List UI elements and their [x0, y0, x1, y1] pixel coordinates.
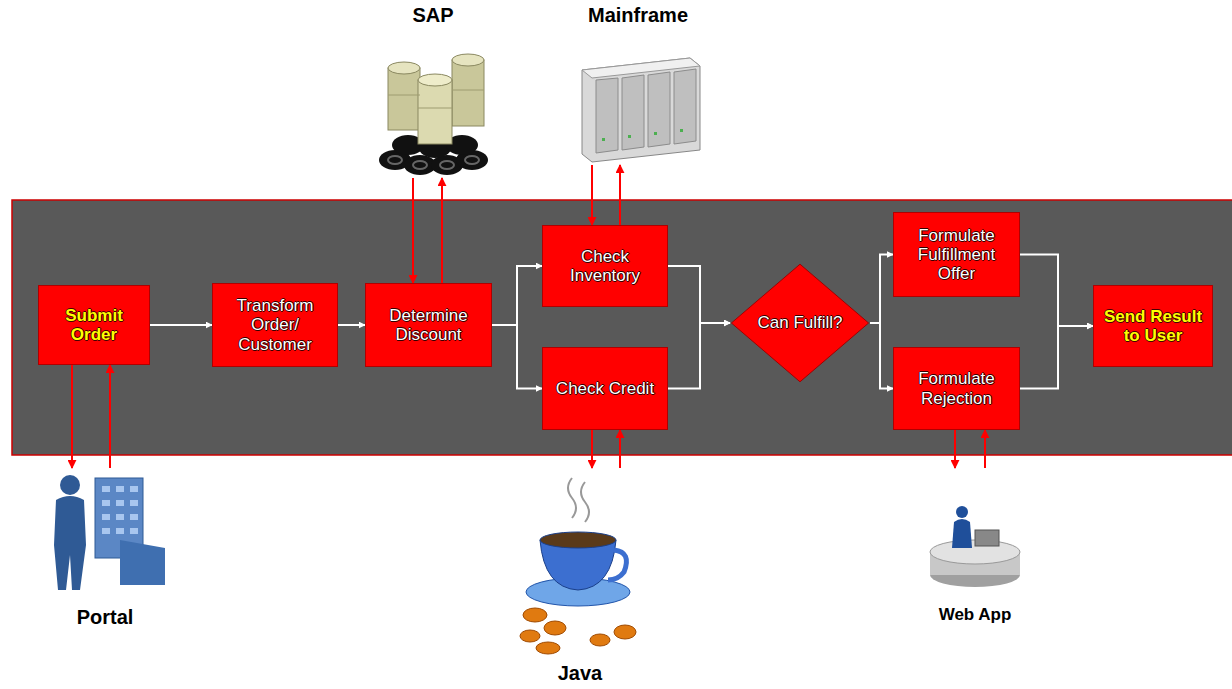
process-box: Transform Order/ Customer — [212, 283, 338, 367]
flow-arrow — [150, 324, 212, 326]
flow-arrow — [492, 325, 542, 389]
process-box: Check Inventory — [542, 225, 668, 307]
flow-arrow — [1020, 255, 1093, 327]
process-box: Formulate Fulfillment Offer — [893, 212, 1020, 297]
box-label: Check Inventory — [548, 247, 662, 285]
system-call-arrow — [71, 365, 73, 468]
flow-arrow — [870, 323, 893, 389]
system-call-arrow — [619, 430, 621, 468]
box-label: Determine Discount — [371, 306, 486, 344]
system-call-arrow — [109, 365, 111, 468]
flow-arrow — [1020, 326, 1093, 389]
process-box: Determine Discount — [365, 283, 492, 367]
process-box: Submit Order — [38, 285, 150, 365]
flow-arrow — [668, 266, 730, 323]
system-label: Mainframe — [588, 4, 688, 26]
system-label: Web App — [939, 605, 1012, 624]
process-box: Check Credit — [542, 347, 668, 430]
system-node: SAP — [372, 4, 494, 178]
process-box: Formulate Rejection — [893, 347, 1020, 430]
flow-arrow — [338, 324, 365, 326]
system-call-arrow — [619, 165, 621, 225]
system-label: Java — [558, 662, 603, 684]
box-label: Submit Order — [44, 306, 144, 344]
system-call-arrow — [984, 430, 986, 468]
system-node: Java — [500, 468, 660, 684]
box-label: Transform Order/ Customer — [218, 296, 332, 353]
flow-arrow — [668, 323, 730, 389]
portal-icon — [54, 475, 165, 590]
web-app-icon — [930, 506, 1020, 587]
mainframe-icon — [582, 58, 700, 162]
box-label: Send Result to User — [1099, 307, 1207, 345]
system-call-arrow — [441, 178, 443, 283]
system-node: Web App — [915, 468, 1035, 624]
system-node: Mainframe — [568, 4, 708, 165]
box-label: Check Credit — [556, 379, 654, 398]
process-box: Send Result to User — [1093, 285, 1213, 367]
flow-arrow — [492, 266, 542, 325]
system-call-arrow — [954, 430, 956, 468]
box-label: Formulate Fulfillment Offer — [899, 226, 1014, 283]
decision-diamond: Can Fulfill? — [730, 263, 870, 383]
java-cup-icon — [520, 478, 636, 654]
system-call-arrow — [412, 178, 414, 283]
system-node: Portal — [30, 468, 180, 628]
sap-icon — [379, 54, 488, 175]
box-label: Formulate Rejection — [899, 369, 1014, 407]
system-call-arrow — [591, 430, 593, 468]
flow-arrow — [870, 255, 893, 324]
system-label: Portal — [77, 606, 134, 628]
system-label: SAP — [412, 4, 453, 26]
system-call-arrow — [591, 165, 593, 225]
process-band — [12, 200, 1232, 455]
box-label: Can Fulfill? — [757, 313, 842, 332]
